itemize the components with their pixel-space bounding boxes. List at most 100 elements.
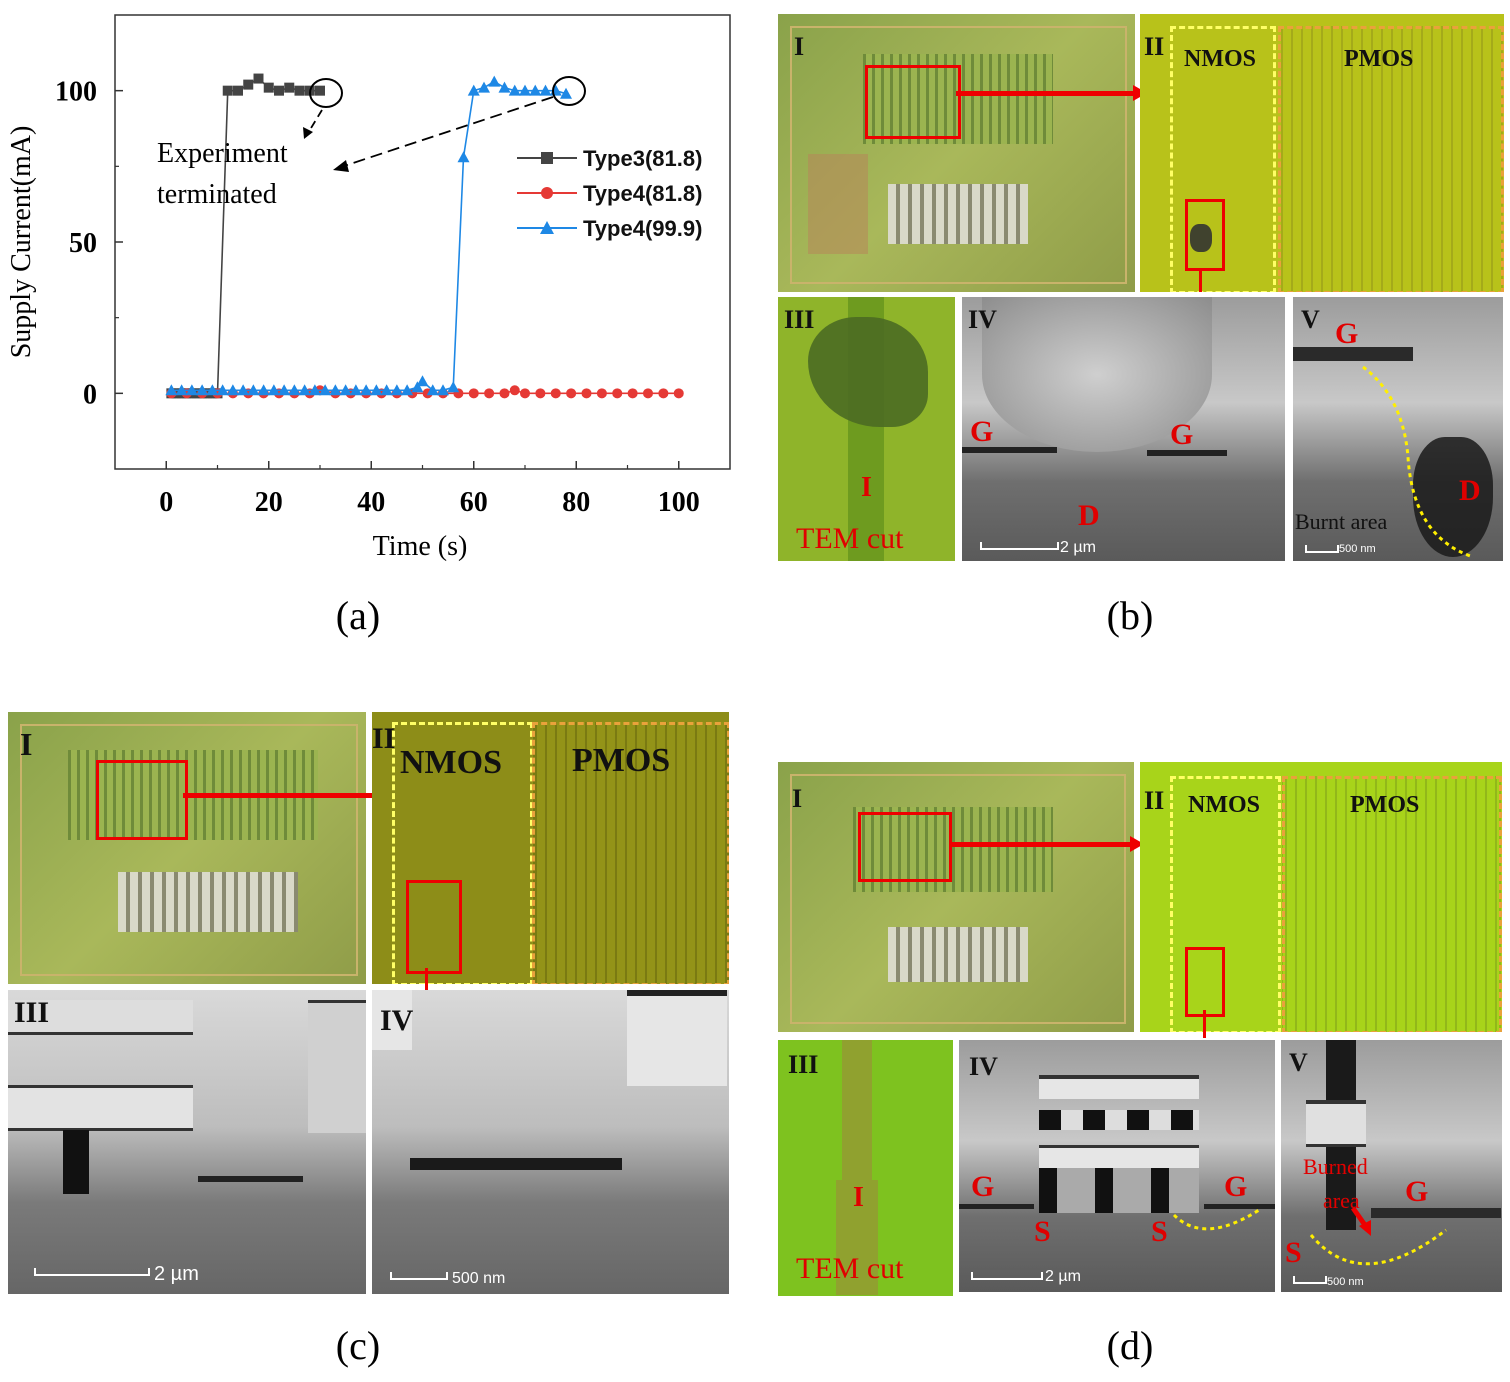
data-point-triangle (426, 384, 439, 396)
data-point-triangle (257, 384, 270, 396)
caption-c: (c) (335, 1323, 381, 1368)
scale-text-d-iv: 2 µm (1045, 1268, 1081, 1285)
x-tick-label: 100 (658, 487, 700, 518)
data-point-triangle (560, 87, 572, 99)
label-b-II: II (1144, 32, 1165, 61)
label-b-I: I (794, 32, 805, 61)
data-point-triangle (216, 384, 229, 396)
arrow-d-down (1203, 1010, 1206, 1038)
data-point-triangle (288, 384, 301, 396)
annotation-line-1: Experiment (157, 138, 288, 169)
data-point-square (263, 82, 274, 93)
label-d-burned-1: Burned (1303, 1154, 1368, 1179)
panel-b-IV-tem: G G D 2 µm IV (962, 297, 1285, 561)
label-c-I: I (20, 726, 33, 762)
data-point-triangle (247, 384, 260, 396)
data-point-circle (612, 388, 623, 399)
panel-c-III-tem: 2 µm III (8, 990, 366, 1294)
label-b-iv-g-1: G (970, 415, 994, 448)
data-point-circle (499, 388, 510, 399)
data-point-triangle (540, 221, 554, 234)
label-c-III: III (14, 996, 50, 1029)
panel-b-II-layout: II NMOS PMOS (1140, 14, 1504, 292)
data-point-square (541, 152, 553, 164)
data-point-circle (627, 388, 638, 399)
data-point-triangle (298, 384, 311, 396)
label-c-pmos: PMOS (572, 742, 671, 779)
arrow-c-I-to-II (183, 793, 433, 798)
annotation-arrowhead-2 (333, 160, 349, 172)
data-point-square (233, 85, 243, 96)
legend-label: Type3(81.8) (583, 146, 702, 171)
burnt-outline-d-v (1309, 1206, 1447, 1266)
scale-text-c-iii: 2 µm (154, 1263, 199, 1285)
label-b-tem-cut: TEM cut (796, 522, 904, 555)
label-c-IV: IV (380, 1004, 414, 1037)
data-point-triangle (416, 375, 429, 387)
x-tick-label: 80 (562, 487, 590, 518)
terminated-circle-1 (309, 78, 343, 108)
label-d-pmos: PMOS (1350, 792, 1420, 818)
scale-text-b-v: 500 nm (1339, 543, 1376, 555)
scalebar-b-v (1305, 545, 1339, 553)
label-b-iv-d: D (1078, 499, 1100, 532)
panel-d-I-chip: I (778, 762, 1134, 1032)
data-point-circle (541, 187, 553, 199)
data-point-triangle (529, 84, 542, 96)
legend-label: Type4(99.9) (583, 216, 702, 241)
data-point-square (315, 85, 325, 96)
data-point-circle (535, 388, 546, 399)
burnt-outline-d-iv (1172, 1208, 1260, 1231)
data-point-triangle (519, 84, 531, 96)
label-d-II: II (1144, 786, 1165, 815)
label-d-III: III (788, 1050, 819, 1079)
annotation-arrow-1 (307, 109, 323, 134)
panel-b-I-chip: I (778, 14, 1135, 292)
data-point-triangle (278, 384, 291, 396)
label-b-iv-g-2: G (1170, 418, 1194, 451)
label-d-iv-g-1: G (971, 1170, 995, 1203)
data-point-triangle (185, 384, 198, 396)
data-point-triangle (339, 384, 352, 396)
data-point-circle (484, 388, 495, 399)
y-tick-label: 50 (69, 228, 97, 259)
data-point-triangle (411, 381, 424, 393)
panel-c-II-layout: II NMOS PMOS (372, 712, 729, 984)
data-point-circle (550, 388, 561, 399)
data-point-triangle (237, 384, 250, 396)
data-point-triangle (390, 384, 403, 396)
data-point-circle (509, 385, 520, 396)
data-point-triangle (308, 384, 321, 396)
series-2 (165, 75, 572, 396)
data-point-triangle (498, 81, 511, 93)
data-point-triangle (165, 384, 178, 396)
data-point-square (274, 85, 284, 96)
label-b-V: V (1301, 305, 1320, 334)
legend-label: Type4(81.8) (583, 181, 702, 206)
data-point-circle (581, 388, 592, 399)
scale-text-d-v: 500 nm (1327, 1276, 1364, 1288)
data-point-circle (658, 388, 669, 399)
label-d-IV: IV (969, 1052, 998, 1081)
arrow-b-I-to-II (956, 91, 1136, 96)
caption-a: (a) (335, 593, 381, 638)
label-d-v-s: S (1285, 1236, 1302, 1269)
label-d-v-g: G (1405, 1175, 1429, 1208)
label-d-burned-2: area (1323, 1188, 1360, 1213)
data-point-triangle (370, 384, 383, 396)
data-point-circle (673, 388, 684, 399)
data-point-triangle (267, 384, 280, 396)
series-line (171, 77, 320, 395)
data-point-triangle (488, 75, 501, 87)
data-point-triangle (175, 384, 188, 396)
x-axis-label: Time (s) (373, 531, 468, 562)
label-b-III: III (784, 305, 815, 334)
series-0 (166, 73, 325, 399)
data-point-circle (643, 388, 653, 399)
label-b-v-g: G (1335, 317, 1359, 350)
scale-text-b-iv: 2 µm (1060, 539, 1096, 556)
data-point-triangle (467, 84, 480, 96)
panel-d-IV-tem: G G S S 2 µm IV (959, 1040, 1275, 1292)
panel-c-IV-tem: 500 nm IV (372, 990, 729, 1294)
panel-b-V-tem: G D Burnt area 500 nm V (1293, 297, 1503, 561)
